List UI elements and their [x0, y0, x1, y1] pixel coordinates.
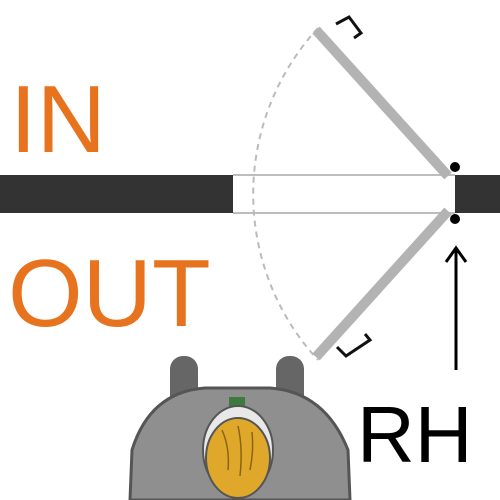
wall-right [455, 175, 500, 213]
door-handle-in-icon [335, 15, 364, 40]
wall-left [0, 175, 233, 213]
door-handle-out-icon [335, 333, 373, 358]
door-leaf-out [312, 207, 452, 361]
swing-arc [252, 27, 319, 361]
hinge-dot-icon [450, 214, 460, 224]
hinge-dot-icon [450, 162, 460, 172]
arrow-up-icon [444, 245, 468, 370]
person-top-view-icon [128, 356, 352, 500]
label-in: IN [10, 66, 106, 173]
label-out: OUT [8, 240, 211, 347]
label-handing: RH [357, 390, 473, 479]
door-leaf-in [312, 15, 452, 180]
